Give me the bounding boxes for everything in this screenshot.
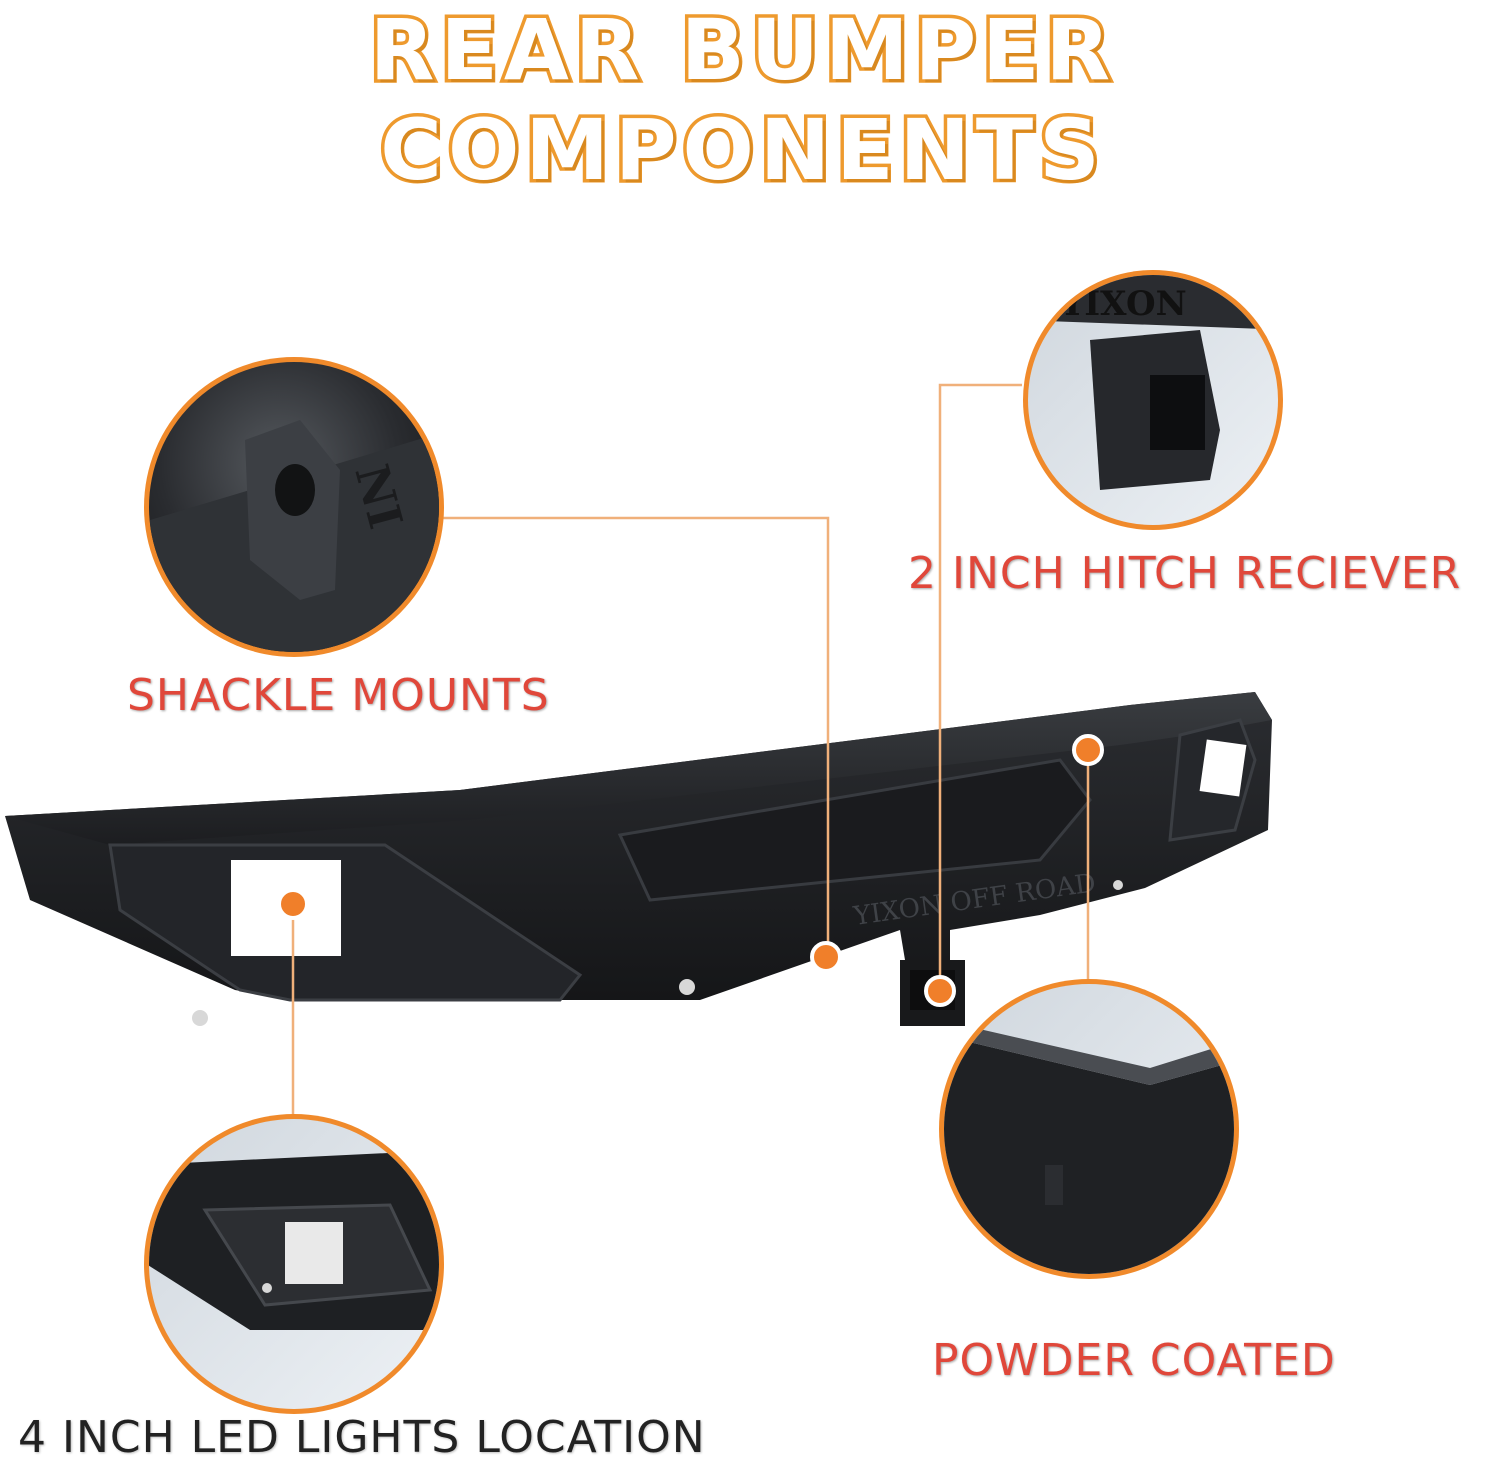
detail-circle-powder bbox=[939, 979, 1239, 1279]
led-light-cutout-right bbox=[1199, 739, 1247, 797]
callout-dots bbox=[277, 734, 1104, 1007]
callout-dot-icon bbox=[1072, 734, 1104, 766]
detail-circle-led bbox=[144, 1114, 444, 1414]
callout-dot-icon bbox=[810, 941, 842, 973]
callout-dot-icon bbox=[277, 888, 309, 920]
label-shackle-mounts: SHACKLE MOUNTS bbox=[127, 670, 550, 721]
svg-text:YIXON: YIXON bbox=[1059, 284, 1187, 324]
page-title: REAR BUMPER COMPONENTS bbox=[366, 0, 1117, 203]
detail-circle-hitch: YIXON bbox=[1023, 270, 1283, 530]
detail-circle-shackle: NI bbox=[144, 357, 444, 657]
label-powder-coated: POWDER COATED bbox=[932, 1335, 1336, 1386]
callout-dot-icon bbox=[924, 975, 956, 1007]
label-hitch-receiver: 2 INCH HITCH RECIEVER bbox=[908, 548, 1462, 599]
label-led-lights-location: 4 INCH LED LIGHTS LOCATION bbox=[18, 1412, 706, 1463]
